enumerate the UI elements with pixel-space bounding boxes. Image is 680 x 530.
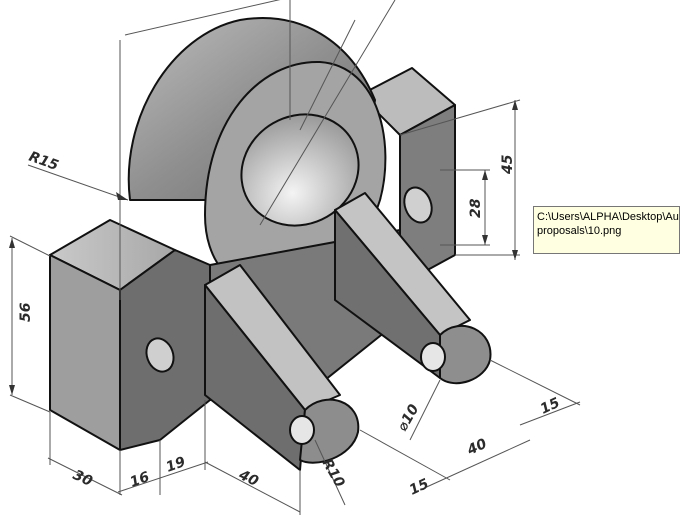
left-block-hole bbox=[145, 337, 175, 373]
dimension-28: 28 bbox=[468, 198, 484, 218]
dimension-15-side: 15 bbox=[538, 395, 563, 418]
right-rib bbox=[334, 192, 492, 385]
dimension-16: 16 bbox=[128, 469, 152, 491]
dimension-45: 45 bbox=[500, 154, 516, 175]
dimension-lines bbox=[9, 0, 581, 515]
dimension-40-front: 40 bbox=[235, 467, 261, 490]
dimension-r10: R10 bbox=[319, 456, 348, 490]
right-rib-pin-hole bbox=[420, 342, 446, 372]
tooltip-line-2: proposals\10.png bbox=[537, 225, 622, 237]
large-bore-hole bbox=[240, 113, 360, 227]
front-rib-pin-hole bbox=[289, 415, 315, 445]
left-block bbox=[49, 219, 211, 451]
dimension-dia10: ⌀10 bbox=[395, 402, 423, 434]
front-rib bbox=[204, 264, 360, 471]
file-path-tooltip: C:\Users\ALPHA\Desktop\Au proposals\10.p… bbox=[533, 206, 680, 254]
dimension-15-front: 15 bbox=[407, 476, 432, 499]
tooltip-line-1: C:\Users\ALPHA\Desktop\Au bbox=[537, 211, 679, 223]
right-block-hole bbox=[403, 186, 433, 224]
dimension-19: 19 bbox=[164, 454, 188, 476]
dimension-40-side: 40 bbox=[464, 436, 490, 459]
dimension-30: 30 bbox=[70, 467, 95, 490]
dimension-56: 56 bbox=[18, 302, 34, 322]
centerline-arrowheads bbox=[9, 100, 518, 395]
